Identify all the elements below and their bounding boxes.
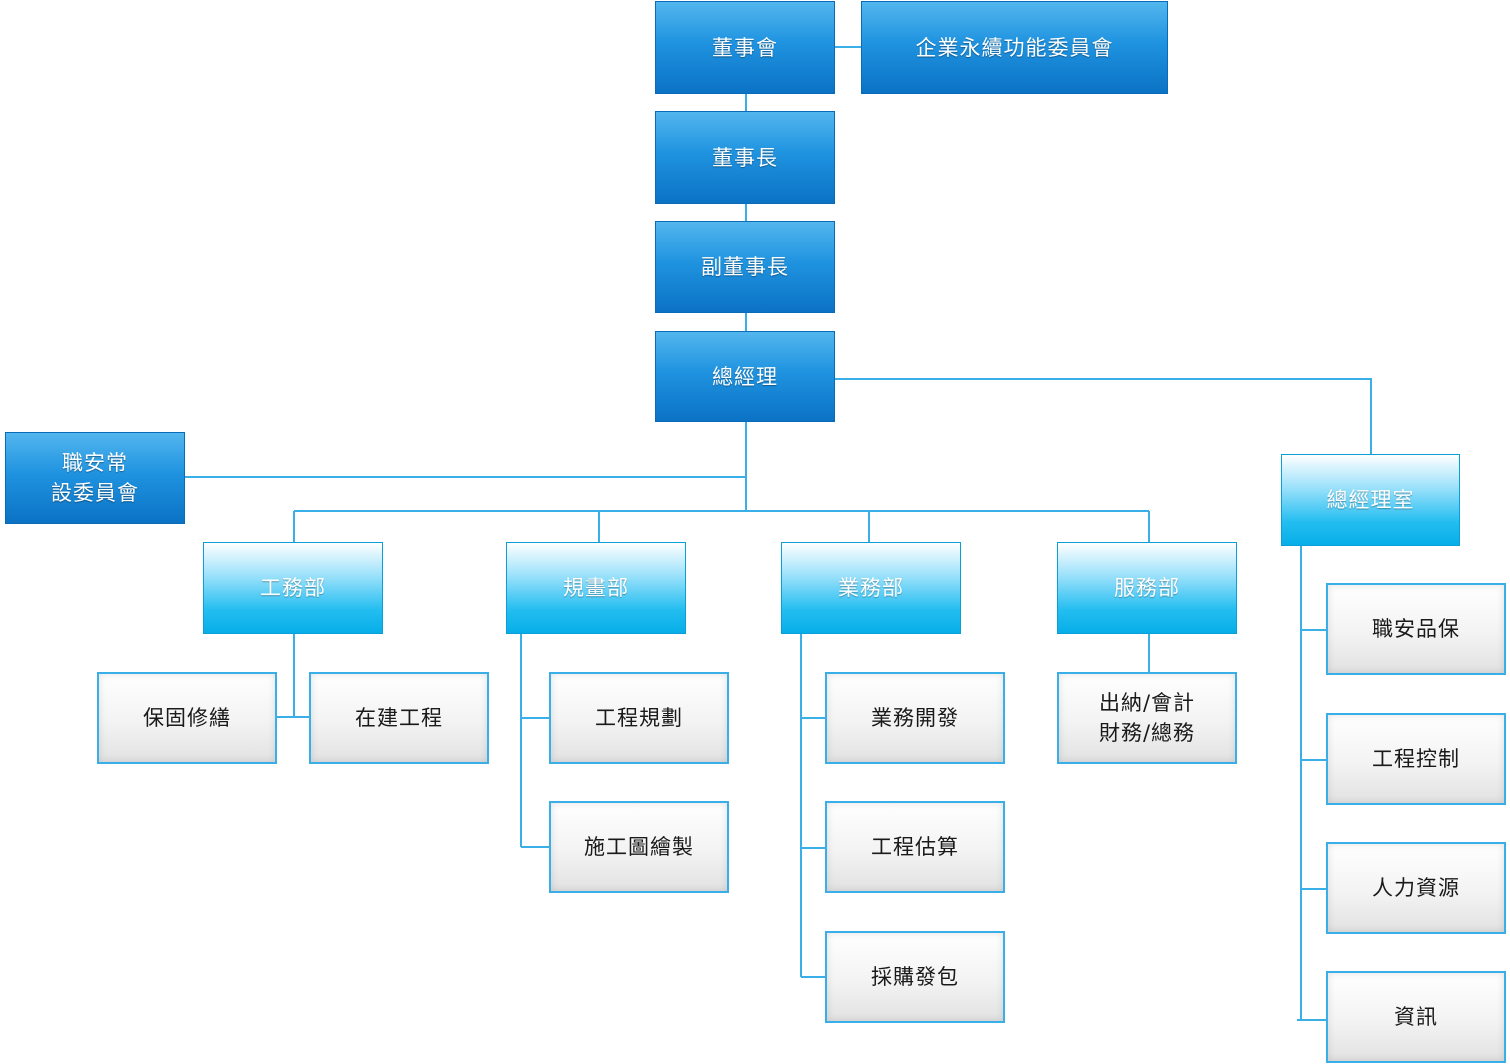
unit-label: 在建工程 (355, 706, 443, 730)
safety-committee-box: 職安常 設委員會 (5, 432, 185, 524)
board-box: 董事會 (655, 1, 835, 94)
unit-box: 採購發包 (825, 931, 1005, 1023)
unit-label: 資訊 (1394, 1005, 1438, 1029)
department-label: 工務部 (260, 576, 326, 600)
unit-box: 在建工程 (309, 672, 489, 764)
unit-label: 工程估算 (871, 835, 959, 859)
unit-box: 業務開發 (825, 672, 1005, 764)
unit-box: 人力資源 (1326, 842, 1506, 934)
sustainability-committee-label: 企業永續功能委員會 (915, 35, 1114, 60)
gm-office-box: 總經理室 (1281, 454, 1460, 546)
unit-label: 工程控制 (1372, 747, 1460, 771)
department-label: 服務部 (1114, 576, 1180, 600)
sustainability-committee-box: 企業永續功能委員會 (861, 1, 1168, 94)
unit-box: 出納/會計 財務/總務 (1057, 672, 1237, 764)
chairman-label: 董事長 (712, 145, 778, 170)
unit-label: 出納/會計 財務/總務 (1098, 691, 1196, 745)
unit-box: 施工圖繪製 (549, 801, 729, 893)
unit-label: 施工圖繪製 (584, 835, 694, 859)
unit-box: 工程規劃 (549, 672, 729, 764)
vice-chairman-box: 副董事長 (655, 221, 835, 313)
unit-box: 工程控制 (1326, 713, 1506, 805)
unit-label: 業務開發 (871, 706, 959, 730)
chairman-box: 董事長 (655, 111, 835, 204)
unit-label: 採購發包 (871, 965, 959, 989)
department-planning-box: 規畫部 (506, 542, 686, 634)
board-label: 董事會 (712, 35, 778, 60)
unit-label: 職安品保 (1372, 617, 1460, 641)
department-service-box: 服務部 (1057, 542, 1237, 634)
department-label: 業務部 (838, 576, 904, 600)
department-label: 規畫部 (563, 576, 629, 600)
vice-chairman-label: 副董事長 (701, 255, 789, 279)
unit-box: 工程估算 (825, 801, 1005, 893)
safety-committee-label: 職安常 設委員會 (51, 451, 139, 505)
general-manager-box: 總經理 (655, 331, 835, 422)
unit-box: 保固修繕 (97, 672, 277, 764)
general-manager-label: 總經理 (712, 364, 778, 389)
unit-box: 資訊 (1326, 971, 1506, 1063)
unit-label: 人力資源 (1372, 876, 1460, 900)
unit-label: 保固修繕 (143, 706, 231, 730)
gm-office-label: 總經理室 (1326, 488, 1415, 512)
unit-label: 工程規劃 (595, 706, 683, 730)
department-engineering-box: 工務部 (203, 542, 383, 634)
department-business-box: 業務部 (781, 542, 961, 634)
unit-box: 職安品保 (1326, 583, 1506, 675)
